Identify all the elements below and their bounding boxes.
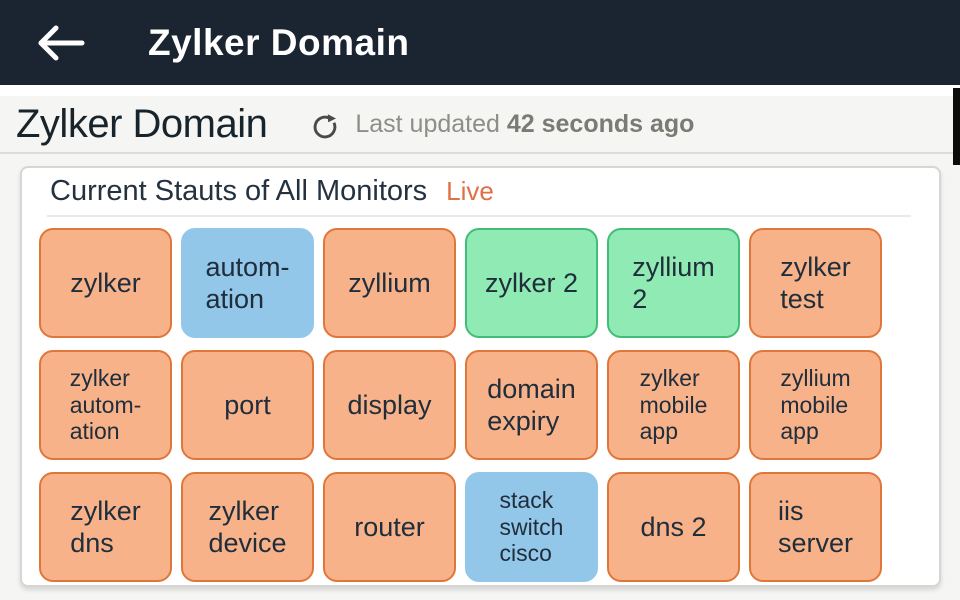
monitor-grid: zylker autom- ation zyllium zylker 2 zyl… <box>22 217 939 582</box>
monitor-tile[interactable]: autom- ation <box>181 228 314 338</box>
app-bar-title: Zylker Domain <box>148 21 410 63</box>
monitor-label: zyllium 2 <box>632 251 715 314</box>
arrow-left-icon <box>35 23 87 63</box>
monitor-tile[interactable]: zyllium mobile app <box>749 350 882 460</box>
monitor-label: display <box>347 389 432 420</box>
monitor-tile[interactable]: stack switch cisco <box>465 472 598 582</box>
monitor-tile[interactable]: port <box>181 350 314 460</box>
app-bar: Zylker Domain <box>0 0 960 85</box>
monitor-tile[interactable]: zylker autom- ation <box>39 350 172 460</box>
monitor-label: router <box>354 511 425 542</box>
monitor-label: stack switch cisco <box>499 486 564 567</box>
refresh-icon <box>311 113 339 141</box>
monitor-tile[interactable]: zylker device <box>181 472 314 582</box>
monitor-label: domain expiry <box>487 373 576 436</box>
monitor-tile[interactable]: domain expiry <box>465 350 598 460</box>
card-divider <box>47 215 911 217</box>
monitor-label: autom- ation <box>205 251 290 314</box>
monitor-tile[interactable]: zylker test <box>749 228 882 338</box>
monitor-label: zyllium <box>348 267 431 298</box>
card-header: Current Stauts of All Monitors Live <box>22 168 939 208</box>
monitor-label: dns 2 <box>640 511 707 542</box>
monitor-label: zylker dns <box>70 495 141 558</box>
scrollbar[interactable] <box>953 88 960 165</box>
monitor-label: iis server <box>777 495 853 558</box>
monitor-tile[interactable]: zylker 2 <box>465 228 598 338</box>
monitor-tile[interactable]: zylker mobile app <box>607 350 740 460</box>
monitor-label: port <box>224 389 271 420</box>
monitor-tile[interactable]: dns 2 <box>607 472 740 582</box>
monitor-label: zyllium mobile app <box>780 364 851 445</box>
monitor-tile[interactable]: router <box>323 472 456 582</box>
header-divider <box>0 152 960 154</box>
monitor-label: zylker test <box>780 251 851 314</box>
last-updated-text: Last updated 42 seconds ago <box>355 109 695 138</box>
back-button[interactable] <box>32 21 90 65</box>
monitor-label: zylker device <box>208 495 287 558</box>
monitor-tile[interactable]: zyllium 2 <box>607 228 740 338</box>
last-updated-value: 42 seconds ago <box>506 109 695 138</box>
monitor-tile[interactable]: iis server <box>749 472 882 582</box>
status-strip <box>0 85 960 96</box>
monitor-label: zylker mobile app <box>639 364 708 445</box>
monitor-tile[interactable]: zylker dns <box>39 472 172 582</box>
monitor-tile[interactable]: zylker <box>39 228 172 338</box>
monitor-tile[interactable]: display <box>323 350 456 460</box>
page-header: Zylker Domain Last updated 42 seconds ag… <box>0 96 960 152</box>
card-title: Current Stauts of All Monitors <box>50 175 428 207</box>
live-badge: Live <box>446 176 494 206</box>
refresh-button[interactable] <box>311 113 339 141</box>
monitor-label: zylker <box>70 267 141 298</box>
monitor-label: zylker autom- ation <box>69 364 142 445</box>
monitors-card: Current Stauts of All Monitors Live zylk… <box>20 166 941 587</box>
page-title: Zylker Domain <box>16 101 268 146</box>
monitor-tile[interactable]: zyllium <box>323 228 456 338</box>
monitor-label: zylker 2 <box>484 267 579 298</box>
